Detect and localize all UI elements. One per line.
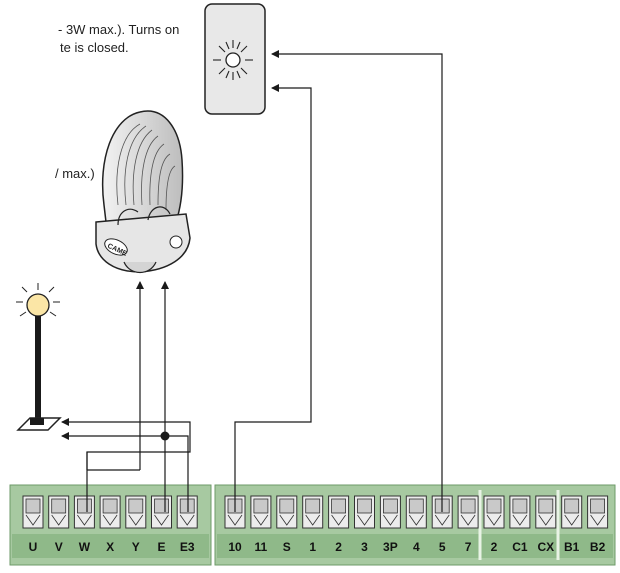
terminal-label-right-5: 3: [361, 540, 368, 554]
terminal-label-right-8: 5: [439, 540, 446, 554]
terminal-screw-right-11: [509, 495, 531, 529]
terminal-screw-left-0: [22, 495, 44, 529]
wire-10-cycle-light: [234, 84, 312, 512]
terminal-label-left-4: Y: [132, 540, 140, 554]
terminal-screw-right-6: [379, 495, 401, 529]
terminal-screw-left-6: [176, 495, 198, 529]
wire-w-post-lamp: [61, 418, 191, 512]
flashing-lamp-icon: CAME: [95, 110, 191, 274]
terminal-label-right-2: S: [283, 540, 291, 554]
terminal-screw-right-4: [328, 495, 350, 529]
post-lamp-icon: [16, 283, 62, 431]
terminal-block-right: 10 11 S 1 2 3 3P 4 5 7 2 C1 CX B1 B2: [214, 484, 616, 566]
terminal-screw-left-4: [125, 495, 147, 529]
terminal-screw-right-14: [587, 495, 609, 529]
terminal-label-left-1: V: [55, 540, 63, 554]
terminal-label-right-4: 2: [335, 540, 342, 554]
terminal-screw-right-1: [250, 495, 272, 529]
terminal-label-right-11: C1: [512, 540, 528, 554]
terminal-screw-right-10: [483, 495, 505, 529]
terminal-label-left-2: W: [79, 540, 91, 554]
terminal-label-right-7: 4: [413, 540, 420, 554]
terminal-label-left-5: E: [157, 540, 165, 554]
terminal-label-right-14: B2: [590, 540, 606, 554]
terminal-label-right-1: 11: [255, 540, 268, 554]
terminal-screw-right-9: [457, 495, 479, 529]
terminal-label-right-10: 2: [491, 540, 498, 554]
terminal-screw-left-3: [99, 495, 121, 529]
terminal-label-right-6: 3P: [383, 540, 398, 554]
terminal-label-left-3: X: [106, 540, 114, 554]
wire-w-flashing-lamp: [86, 282, 140, 470]
terminal-block-left: U V W X Y E E3: [9, 484, 212, 566]
terminal-label-right-12: CX: [537, 540, 554, 554]
wire-5-cycle-light: [271, 50, 443, 512]
wiring: [61, 50, 443, 512]
terminal-label-right-0: 10: [228, 540, 242, 554]
terminal-label-right-3: 1: [309, 540, 316, 554]
terminal-label-right-13: B1: [564, 540, 580, 554]
terminal-label-left-0: U: [29, 540, 38, 554]
terminal-screw-left-5: [151, 495, 172, 529]
terminal-screw-left-1: [48, 495, 70, 529]
wire-e3-post-lamp: [61, 432, 189, 512]
note-line-2: te is closed.: [60, 40, 129, 55]
terminal-screw-right-2: [276, 495, 298, 529]
terminal-label-right-9: 7: [465, 540, 472, 554]
terminal-screw-right-5: [354, 495, 375, 529]
terminal-screw-right-7: [405, 495, 427, 529]
terminal-screw-right-3: [302, 495, 324, 529]
note-line-3: / max.): [55, 166, 95, 181]
terminal-screw-right-12: [535, 495, 557, 529]
terminal-screw-right-13: [561, 495, 583, 529]
note-line-1: - 3W max.). Turns on: [58, 22, 180, 37]
terminal-screw-left-2: [73, 495, 95, 529]
cycle-light-icon: [204, 3, 266, 115]
terminal-label-left-6: E3: [180, 540, 195, 554]
wire-junction-dot: [160, 431, 170, 441]
